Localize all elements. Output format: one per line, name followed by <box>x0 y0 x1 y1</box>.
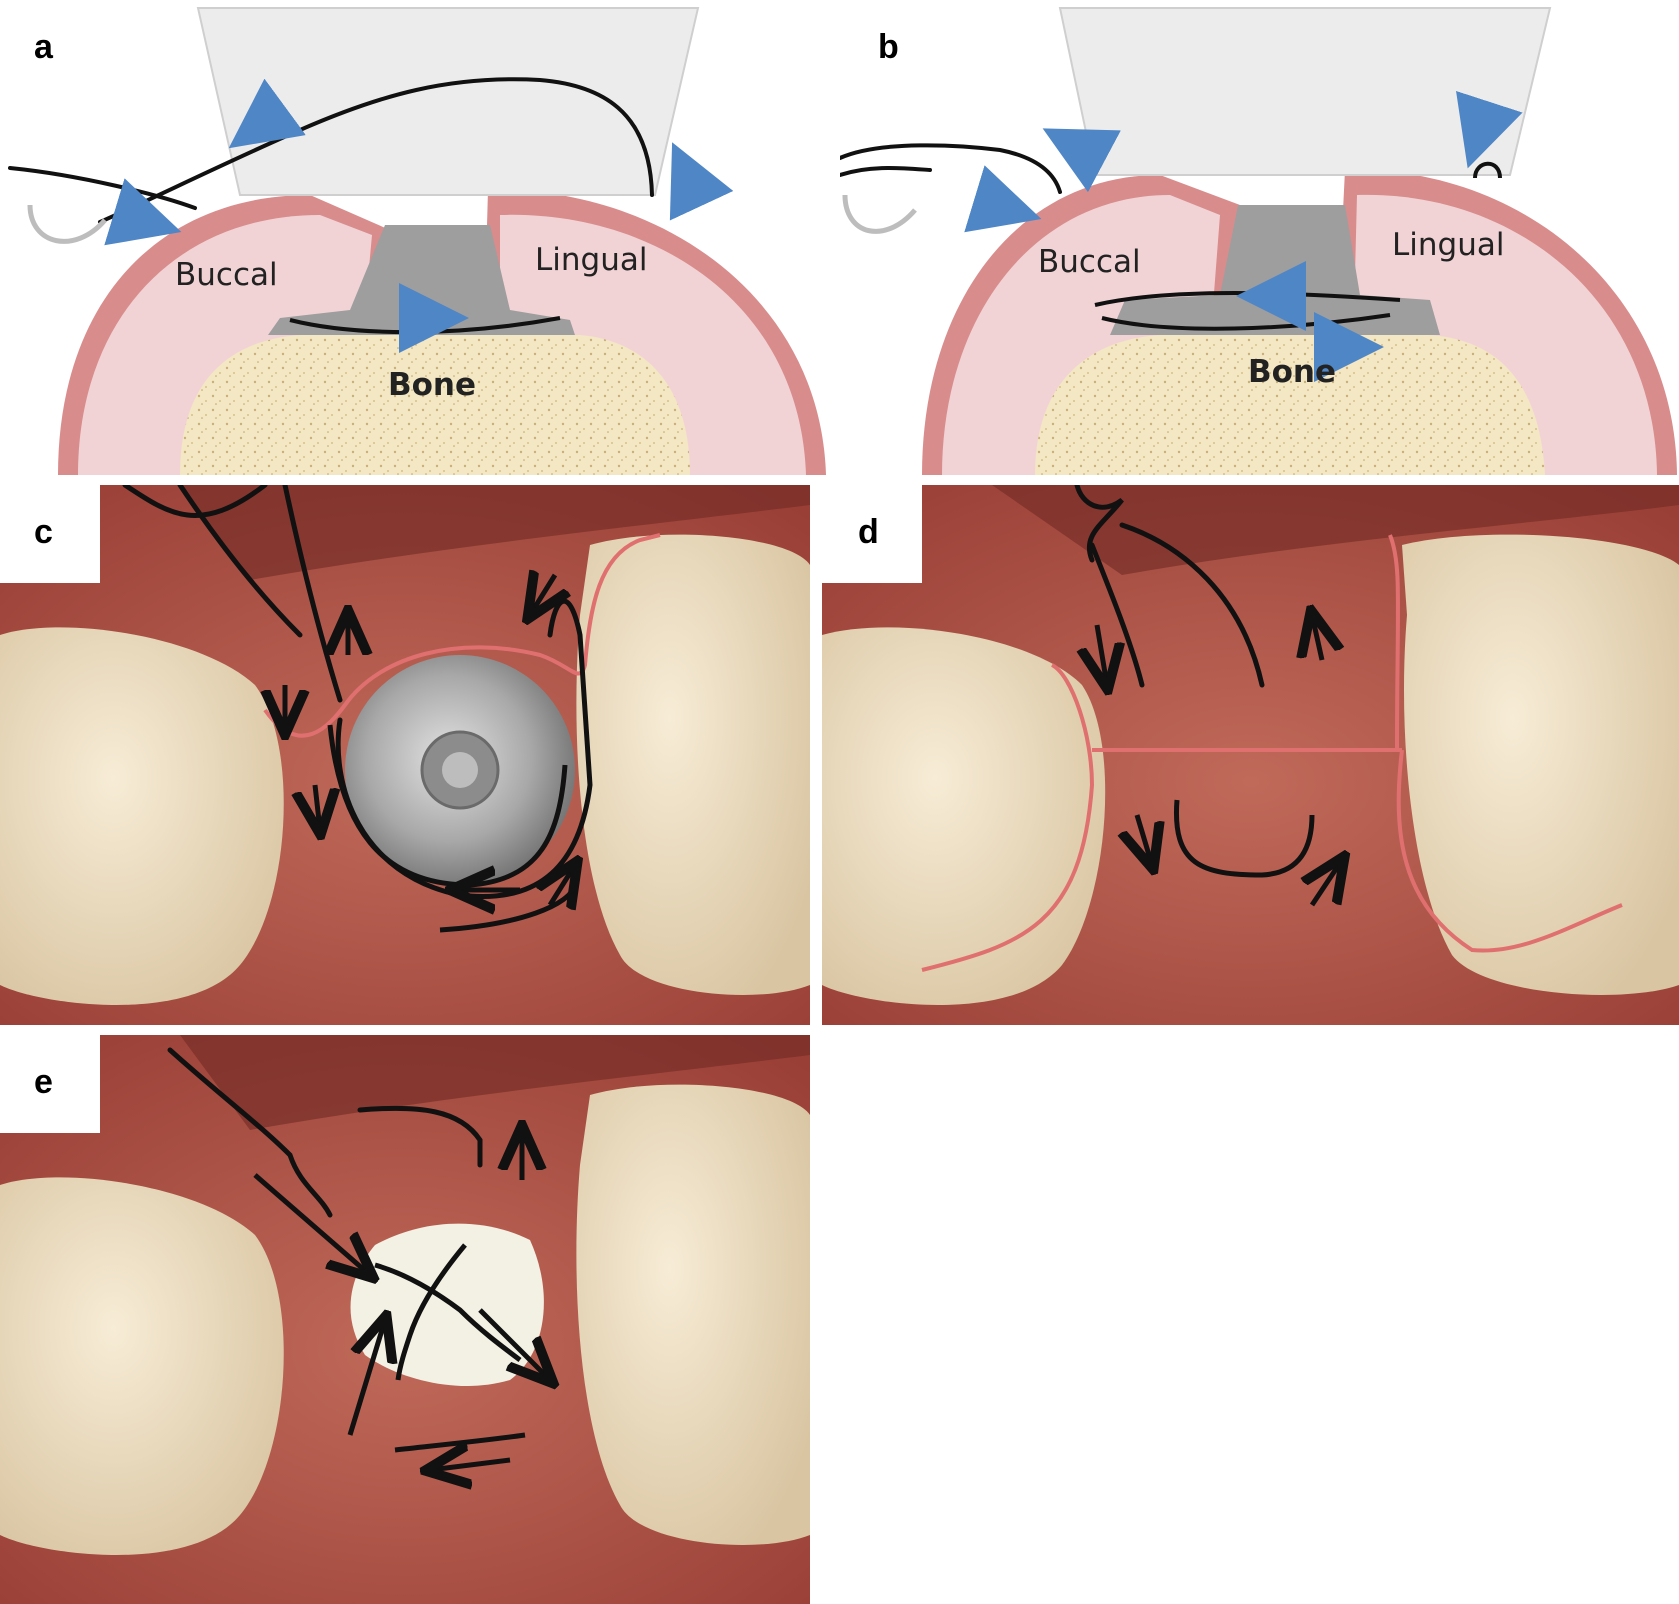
suture-lower-loop <box>1173 799 1315 878</box>
panel-a-schematic: Buccal Lingual Bone a <box>0 0 830 475</box>
arrow-black-6 <box>550 865 575 905</box>
panel-c-photo: c <box>0 485 810 1025</box>
arrow-blue-2 <box>964 165 1042 233</box>
panel-letter-box-e: e <box>0 1035 100 1133</box>
suture-path <box>167 1047 483 1218</box>
label-bone-a: Bone <box>388 367 476 403</box>
panel-letter-b: b <box>878 28 899 66</box>
suture-path <box>122 485 593 899</box>
arrow-black-3 <box>530 575 555 615</box>
lip-shadow <box>180 485 810 580</box>
suture-cross-1 <box>374 1262 522 1362</box>
instrument <box>196 7 700 196</box>
arrow-blue-1 <box>228 78 306 149</box>
suture-knot <box>1074 485 1265 688</box>
tooth-left <box>822 627 1106 1005</box>
arrow-black-1 <box>253 1173 370 1275</box>
incision-line <box>921 534 1623 972</box>
instrument <box>1058 7 1552 176</box>
needle <box>842 194 917 234</box>
panel-letter-e: e <box>34 1063 53 1101</box>
tooth-right <box>1402 534 1679 995</box>
panel-e-photo: e <box>0 1035 810 1604</box>
panel-letter-box-c: c <box>0 485 100 583</box>
suture-thread <box>840 143 1062 194</box>
arrow-blue-2 <box>104 178 182 246</box>
panel-d-drawing <box>822 485 1679 1025</box>
panel-d-photo: d <box>822 485 1679 1025</box>
suture-cross-2 <box>395 1243 467 1381</box>
label-bone-b: Bone <box>1248 354 1336 390</box>
tooth-left <box>0 627 284 1005</box>
implant-cap <box>268 225 575 335</box>
panel-b-drawing: Buccal Lingual Bone <box>840 7 1677 475</box>
label-lingual-a: Lingual <box>535 242 647 278</box>
panel-c-drawing <box>0 485 810 1025</box>
panel-a-drawing: Buccal Lingual Bone <box>8 7 826 475</box>
arrow-black-1 <box>1097 624 1107 685</box>
label-buccal-a: Buccal <box>175 257 278 293</box>
panel-letter-c: c <box>34 513 53 551</box>
bone <box>1035 335 1545 475</box>
tooth-right <box>576 534 810 995</box>
arrow-blue-5 <box>1456 90 1523 169</box>
arrow-black-3 <box>1137 814 1152 865</box>
tooth-right <box>576 1084 810 1545</box>
panel-letter-box-d: d <box>822 485 922 583</box>
arrow-black-4 <box>1312 860 1342 907</box>
arrow-blue-4 <box>669 142 734 221</box>
arrow-blue-1 <box>1042 128 1121 193</box>
wound-dressing <box>350 1223 544 1386</box>
panel-letter-a: a <box>34 28 53 66</box>
arrow-black-3 <box>347 1320 385 1436</box>
lip-shadow <box>992 485 1679 575</box>
arrow-black-2 <box>1312 615 1322 661</box>
tooth-left <box>0 1177 284 1555</box>
panel-b-schematic: Buccal Lingual Bone b <box>840 0 1679 475</box>
label-lingual-b: Lingual <box>1392 227 1504 263</box>
arrow-black-4 <box>478 1308 550 1380</box>
bone <box>180 335 690 475</box>
arrow-black-4 <box>315 784 320 830</box>
panel-e-drawing <box>0 1035 810 1604</box>
lip-shadow <box>180 1035 810 1130</box>
label-buccal-b: Buccal <box>1038 244 1141 280</box>
panel-letter-d: d <box>858 513 879 551</box>
arrow-black-5 <box>430 1460 511 1470</box>
incision-line <box>263 533 661 738</box>
needle <box>27 204 107 244</box>
